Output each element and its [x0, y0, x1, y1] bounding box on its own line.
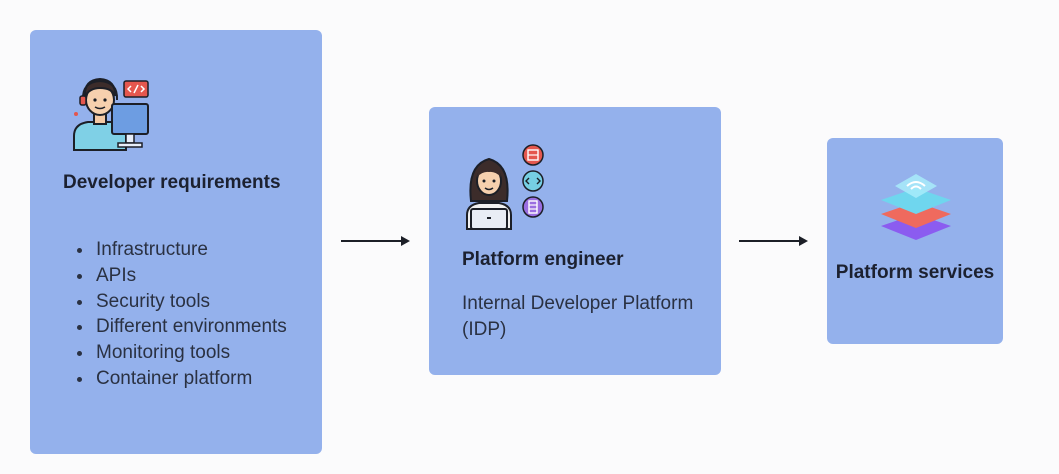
platform-engineer-with-laptop-icon — [466, 144, 544, 230]
platform-engineer-card: Platform engineer Internal Developer Pla… — [429, 107, 721, 375]
platform-services-title: Platform services — [835, 262, 995, 283]
platform-engineer-title: Platform engineer — [462, 249, 624, 270]
arrow-developer-to-engineer — [341, 236, 410, 246]
list-item: APIs — [94, 263, 334, 289]
list-item: Security tools — [94, 289, 334, 315]
list-item: Container platform — [94, 366, 334, 392]
platform-services-card: Platform services — [827, 138, 1003, 344]
arrow-engineer-to-services — [739, 236, 808, 246]
developer-requirements-list: Infrastructure APIs Security tools Diffe… — [72, 237, 334, 392]
developer-requirements-card: Developer requirements Infrastructure AP… — [30, 30, 322, 454]
developer-at-computer-icon — [73, 77, 149, 151]
stacked-layers-icon — [881, 174, 951, 240]
platform-engineer-subtitle: Internal Developer Platform (IDP) — [462, 293, 694, 340]
list-item: Infrastructure — [94, 237, 334, 263]
developer-requirements-title: Developer requirements — [63, 172, 281, 193]
list-item: Monitoring tools — [94, 340, 334, 366]
list-item: Different environments — [94, 314, 334, 340]
